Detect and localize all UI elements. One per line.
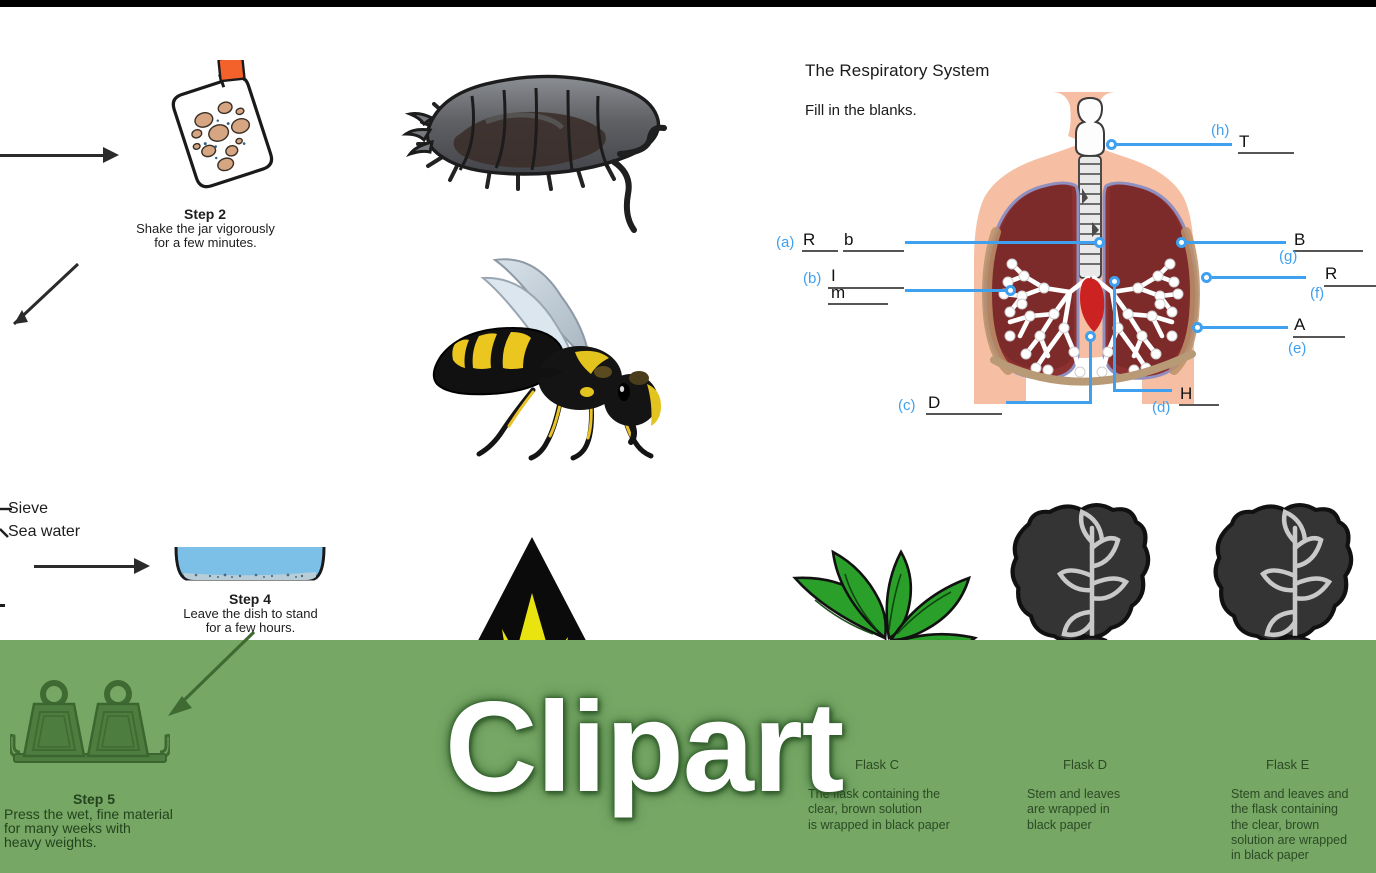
arrow-to-step4 [34,565,136,568]
step5-line1: Press the wet, fine material [4,806,173,822]
leader-d [1113,389,1172,392]
label-letter-d: H [1180,384,1193,403]
label-key-g: (g) [1279,248,1298,265]
flask-d-caption-line3: black paper [1027,817,1092,832]
blank-e[interactable] [1293,336,1345,338]
leader-h [1112,143,1232,146]
label-letter-e: A [1294,315,1306,334]
dot-h [1106,139,1117,150]
key-bullet-extra [0,604,5,607]
top-black-bar [0,0,1376,7]
flask-e-caption-line2: the flask containing [1231,802,1339,817]
dot-d [1109,276,1120,287]
label-letter-a2: b [844,230,854,249]
blank-d[interactable] [1179,404,1219,406]
flask-c-caption-line2: clear, brown solution [808,802,922,817]
flask-e-caption-line4: solution are wrapped [1231,832,1348,847]
blank-a2[interactable] [843,250,904,252]
clipart-watermark: Clipart [445,676,844,819]
dot-e [1192,322,1203,333]
step5-line2: for many weeks with [4,820,131,836]
label-key-f: (f) [1310,285,1325,302]
arrow-to-step4-head [134,558,150,574]
label-key-b: (b) [803,270,822,287]
flask-d-caption: Stem and leaves are wrapped in black pap… [1027,787,1187,833]
key-label-seawater: Sea water [8,523,81,540]
blank-g[interactable] [1293,250,1363,252]
label-letter-b1: I [831,266,836,285]
leader-a [905,241,1100,244]
blank-b2[interactable] [828,303,888,305]
blank-h[interactable] [1238,152,1294,154]
step5-heading: Step 5 [72,791,115,807]
flask-e-caption-line1: Stem and leaves and [1231,787,1349,801]
step5-weights-illustration [10,680,170,763]
arrow-to-step2-head [103,147,119,163]
flask-d-name: Flask D [1063,757,1108,772]
lungs-diagram [974,92,1200,404]
step4-line1: Leave the dish to stand [183,606,318,621]
flask-c-caption: The flask containing the clear, brown so… [808,787,978,833]
step5-line3: heavy weights. [4,834,97,850]
leader-b [905,289,1013,292]
arrow-down-left [12,262,80,326]
step2-line2: for a few minutes. [154,235,257,250]
step2-heading: Step 2 [183,206,226,222]
label-key-c: (c) [898,397,916,414]
leader-d-vertical [1113,282,1116,391]
label-letter-f: R [1325,264,1338,283]
leader-c [1006,401,1092,404]
blank-a1[interactable] [802,250,838,252]
flask-e-caption-line3: the clear, brown [1231,817,1320,832]
leader-f [1212,276,1306,279]
flask-e-caption: Stem and leaves and the flask containing… [1231,787,1376,863]
flask-e-name: Flask E [1266,757,1310,772]
blank-b1[interactable] [828,287,904,289]
label-key-e: (e) [1288,340,1307,357]
wasp-illustration [432,258,661,461]
key-label-sieve: Sieve [8,500,49,517]
green-overlay-band [0,640,1376,873]
label-letter-h: T [1239,132,1250,151]
flask-c-caption-line3: is wrapped in black paper [808,817,950,832]
label-key-a: (a) [776,234,795,251]
leader-g [1182,241,1286,244]
key-bullet-sieve [0,507,12,511]
dot-c [1085,331,1096,342]
flask-d-caption-line2: are wrapped in [1027,802,1110,817]
label-key-d: (d) [1152,399,1171,416]
step4-line2: for a few hours. [205,620,296,635]
label-letter-c: D [928,393,941,412]
flask-d-caption-line1: Stem and leaves [1027,787,1121,801]
dot-a [1094,237,1105,248]
arrow-to-step2 [0,154,104,157]
key-bullet-seawater [0,528,9,538]
flask-e-caption-line5: in black paper [1231,848,1309,862]
dot-b [1005,285,1016,296]
label-key-h: (h) [1211,122,1230,139]
blank-c[interactable] [926,413,1002,415]
leader-e [1200,326,1288,329]
blank-f[interactable] [1324,285,1376,287]
step2-jar-illustration [171,60,274,189]
step4-heading: Step 4 [228,591,271,607]
leader-c-vertical [1089,338,1092,404]
label-letter-b2: m [831,283,846,302]
flask-c-name: Flask C [855,757,900,772]
step4-dish-illustration [174,546,326,581]
respiratory-instruction: Fill in the blanks. [805,102,917,119]
arrow-to-step5 [168,630,256,716]
dot-g [1176,237,1187,248]
flask-c-caption-line1: The flask containing the [808,787,941,801]
label-letter-a1: R [803,230,816,249]
dot-f [1201,272,1212,283]
label-letter-g: B [1294,230,1306,249]
step2-line1: Shake the jar vigorously [136,221,275,236]
woodlouse-illustration [401,74,667,233]
respiratory-title: The Respiratory System [805,61,990,80]
